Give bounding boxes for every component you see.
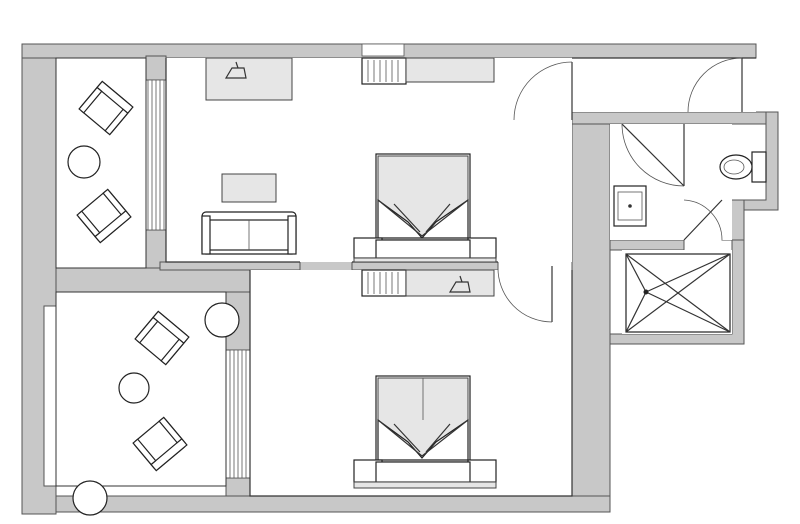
balcony-upper-furniture [67,80,134,244]
sink-icon [613,185,647,227]
bed-lower [353,375,497,489]
toilet-icon [719,151,767,183]
lounge-chair-lower-1 [134,310,190,366]
wall-bath-top [571,111,779,125]
lounge-chair-upper-1 [78,80,134,136]
bed-upper [353,153,497,263]
wall-left-outer [21,47,57,515]
lounge-chair-lower-2 [132,416,188,472]
windows [147,43,405,479]
desk-lamp-lower-icon [448,275,471,293]
desk-lamp-icon [224,61,247,79]
door-shower-room [683,199,723,241]
side-table-upper [67,145,101,179]
wall-bottom [55,495,611,513]
radiator-upper-fins [367,60,399,82]
side-table-lower [118,372,150,404]
bedroom-lower-furniture [353,269,497,489]
wall-bath-divider [609,239,685,251]
radiator-upper [361,57,407,85]
lounge-chair-upper-2 [76,188,132,244]
door-entry-left [513,61,573,121]
bedroom-upper-furniture [201,57,497,263]
planter-lower-top [204,302,240,338]
desk [205,57,293,101]
wall-balcony-divider [55,267,251,293]
door-bedroom-lower [497,265,553,323]
door-entry-right [687,57,743,113]
shower-tray-icon [625,253,731,333]
window-top [361,43,405,57]
doors [497,57,743,323]
window-lower-bedroom [229,349,247,479]
outline-bedroom-lower [249,270,573,497]
radiator-lower-fins [367,272,399,294]
wall-corridor [571,119,611,501]
planter-lower-bottom [72,480,108,516]
sofa [201,211,297,255]
floors [55,57,756,496]
window-upper-bedroom [147,79,165,231]
floor-entry [572,58,756,112]
wall-bedroom-divider-right [351,261,499,271]
balcony-lower-furniture [72,302,240,516]
door-bathroom [621,123,685,187]
wall-upper-pier [145,55,167,81]
radiator-lower [361,269,407,297]
coffee-table [221,173,277,203]
wardrobe-upper [405,57,495,83]
bathroom-fixtures [613,151,767,333]
